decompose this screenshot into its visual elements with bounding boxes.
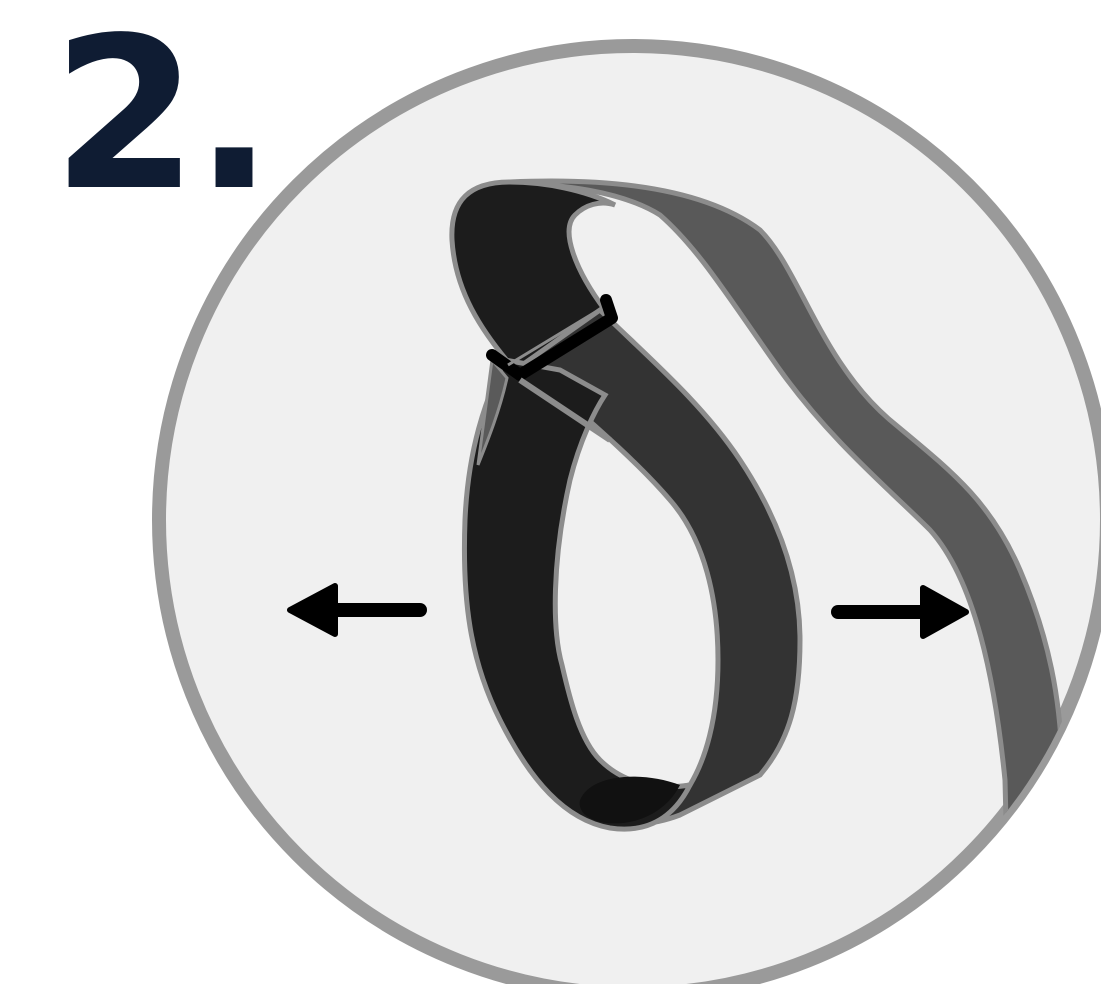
step-number: 2. — [52, 10, 270, 220]
